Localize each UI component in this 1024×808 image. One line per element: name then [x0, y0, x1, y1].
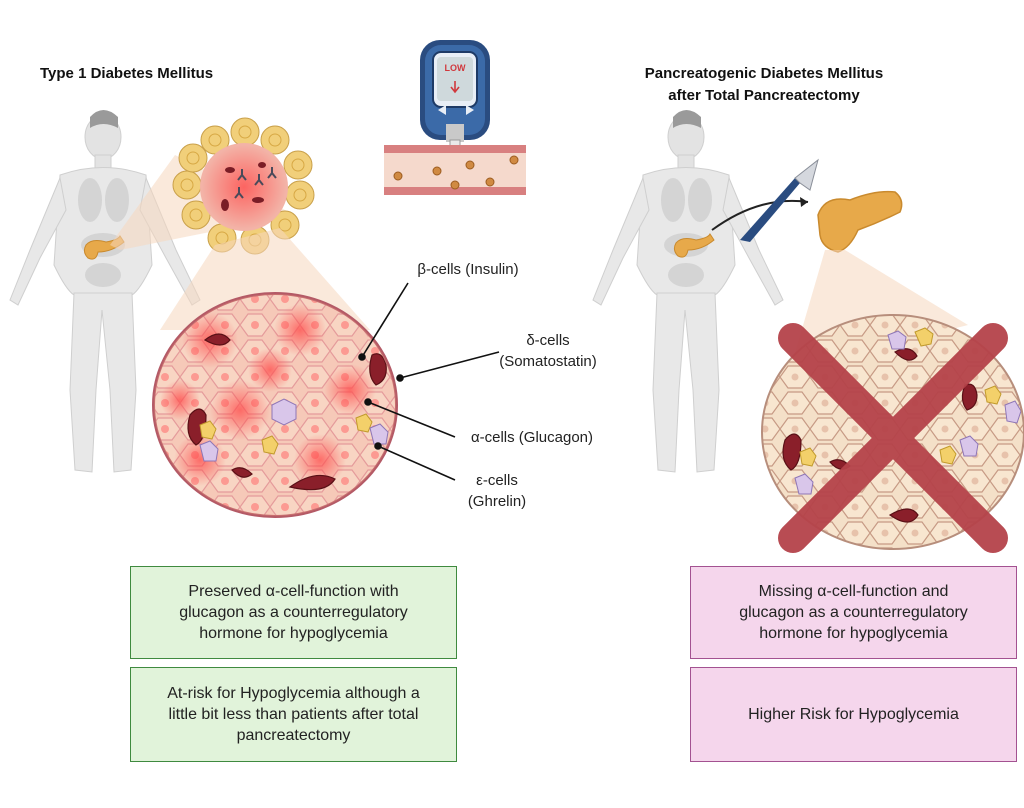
right-title-line1: Pancreatogenic Diabetes Mellitus: [644, 65, 884, 82]
right-box-top-text: Missing α-cell-function and glucagon as …: [739, 583, 968, 642]
right-box-higher-risk: Higher Risk for Hypoglycemia: [690, 667, 1017, 762]
scalpel-icon: [740, 158, 819, 242]
left-box-preserved-alpha: Preserved α-cell-function with glucagon …: [130, 566, 457, 659]
pancreas-right-small: [673, 233, 715, 258]
human-body-right: [592, 110, 784, 473]
cell-pointers: [358, 282, 500, 481]
glucometer-display: LOW: [444, 63, 466, 73]
glucometer-icon: [420, 40, 490, 157]
right-box-bottom-text: Higher Risk for Hypoglycemia: [748, 706, 959, 723]
label-epsilon-cells-line2: (Ghrelin): [467, 493, 527, 510]
label-beta-cells: β-cells (Insulin): [417, 261, 519, 278]
left-title: Type 1 Diabetes Mellitus: [40, 65, 214, 82]
right-box-missing-alpha: Missing α-cell-function and glucagon as …: [690, 566, 1017, 659]
islet-inflamed: [152, 292, 398, 518]
label-alpha-cells: α-cells (Glucagon): [470, 429, 594, 446]
label-delta-cells-line2: (Somatostatin): [499, 353, 597, 370]
left-box-top-text: Preserved α-cell-function with glucagon …: [179, 583, 408, 642]
label-epsilon-cells-line1: ε-cells: [476, 472, 518, 489]
pancreas-icon: [817, 190, 903, 253]
left-box-risk: At-risk for Hypoglycemia although a litt…: [130, 667, 457, 762]
blood-vessel: [384, 145, 526, 195]
cross-mark: [778, 323, 1008, 553]
label-delta-cells-line1: δ-cells: [526, 332, 570, 349]
left-box-bottom-text: At-risk for Hypoglycemia although a litt…: [167, 685, 420, 744]
right-title-line2: after Total Pancreatectomy: [668, 87, 860, 104]
